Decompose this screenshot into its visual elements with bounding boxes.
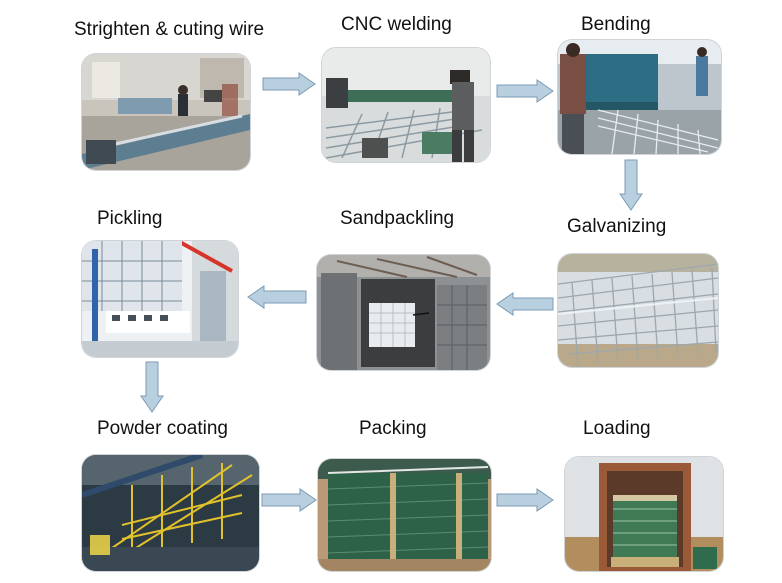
photo-pickling	[82, 241, 238, 357]
photo-powder-coating	[82, 455, 259, 571]
step-label-loading: Loading	[583, 418, 651, 439]
arrow-pickling-to-powder-coating	[140, 361, 164, 413]
arrow-powder-coating-to-packing	[261, 488, 317, 512]
powder-coated-panels-image	[82, 455, 259, 571]
photo-sandpackling	[317, 255, 490, 370]
straightening-machine-image	[82, 54, 250, 170]
step-label-sandpackling: Sandpackling	[340, 208, 455, 229]
step-label-bending: Bending	[581, 14, 651, 35]
container-loading-image	[565, 457, 723, 571]
photo-packing	[318, 459, 491, 571]
arrow-welding-to-bending	[496, 79, 554, 103]
cnc-welding-image	[322, 48, 490, 162]
photo-straighten-cutting	[82, 54, 250, 170]
photo-cnc-welding	[322, 48, 490, 162]
photo-loading	[565, 457, 723, 571]
step-label-straighten-cutting: Strighten & cuting wire	[74, 19, 265, 40]
pickling-line-image	[82, 241, 238, 357]
bending-press-image	[558, 40, 721, 154]
arrow-straighten-to-welding	[262, 72, 316, 96]
step-label-powder-coating: Powder coating	[97, 418, 228, 439]
photo-galvanizing	[558, 254, 718, 367]
step-label-galvanizing: Galvanizing	[567, 216, 667, 237]
arrow-packing-to-loading	[496, 488, 554, 512]
step-label-packing: Packing	[359, 418, 427, 439]
galvanized-panels-image	[558, 254, 718, 367]
arrow-sandpackling-to-pickling	[247, 285, 307, 309]
step-label-pickling: Pickling	[97, 208, 163, 229]
packed-panels-image	[318, 459, 491, 571]
step-label-cnc-welding: CNC welding	[341, 14, 452, 35]
arrow-bending-to-galvanizing	[619, 159, 643, 211]
arrow-galvanizing-to-sandpackling	[496, 292, 554, 316]
sandblasting-chamber-image	[317, 255, 490, 370]
photo-bending	[558, 40, 721, 154]
